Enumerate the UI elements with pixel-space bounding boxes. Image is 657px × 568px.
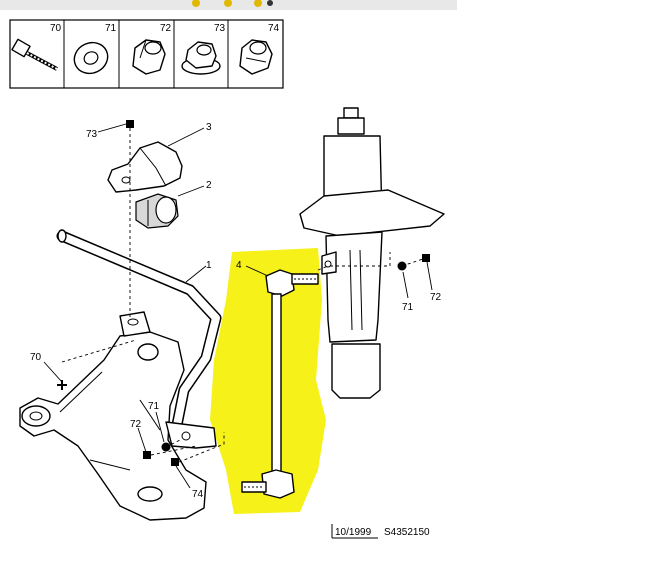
highlight (210, 248, 326, 514)
nut-marker-left (143, 451, 151, 459)
footer: 10/1999 S4352150 (331, 524, 430, 539)
stabilizer-bar (56, 229, 222, 449)
label-2: 2 (206, 180, 212, 191)
key-icon (192, 0, 200, 7)
nylock-nut-icon (239, 39, 273, 75)
strut (299, 107, 445, 399)
nut-marker-lower (171, 458, 179, 466)
label-70: 70 (30, 352, 42, 363)
label-1: 1 (206, 260, 212, 271)
label-71-left: 71 (148, 401, 160, 412)
washer-icon (73, 41, 109, 75)
header-part-73: 73 (214, 23, 226, 34)
flange-nut-icon (181, 41, 221, 75)
nut-icon (132, 39, 166, 75)
nut-marker-73 (126, 120, 134, 128)
label-72-right: 72 (430, 292, 442, 303)
footer-reference: S4352150 (384, 527, 430, 538)
header-part-74: 74 (268, 23, 280, 34)
header-part-70: 70 (50, 23, 62, 34)
header-part-72: 72 (160, 23, 172, 34)
control-arm (19, 331, 207, 521)
footer-date: 10/1999 (335, 527, 372, 538)
label-4: 4 (236, 260, 242, 271)
key-icon (224, 0, 232, 7)
bolt-icon (11, 38, 58, 71)
parts-table: 70 71 72 73 74 (9, 19, 284, 89)
key-icon (254, 0, 262, 7)
label-71-right: 71 (402, 302, 414, 313)
bushing (135, 193, 179, 229)
label-73: 73 (86, 129, 98, 140)
clamp (107, 141, 183, 193)
toolbar-icons (192, 0, 273, 7)
header-part-71: 71 (105, 23, 117, 34)
label-3: 3 (206, 122, 212, 133)
label-72-left: 72 (130, 419, 142, 430)
label-74: 74 (192, 489, 204, 500)
move-icon (267, 0, 273, 6)
drop-link (241, 269, 319, 499)
